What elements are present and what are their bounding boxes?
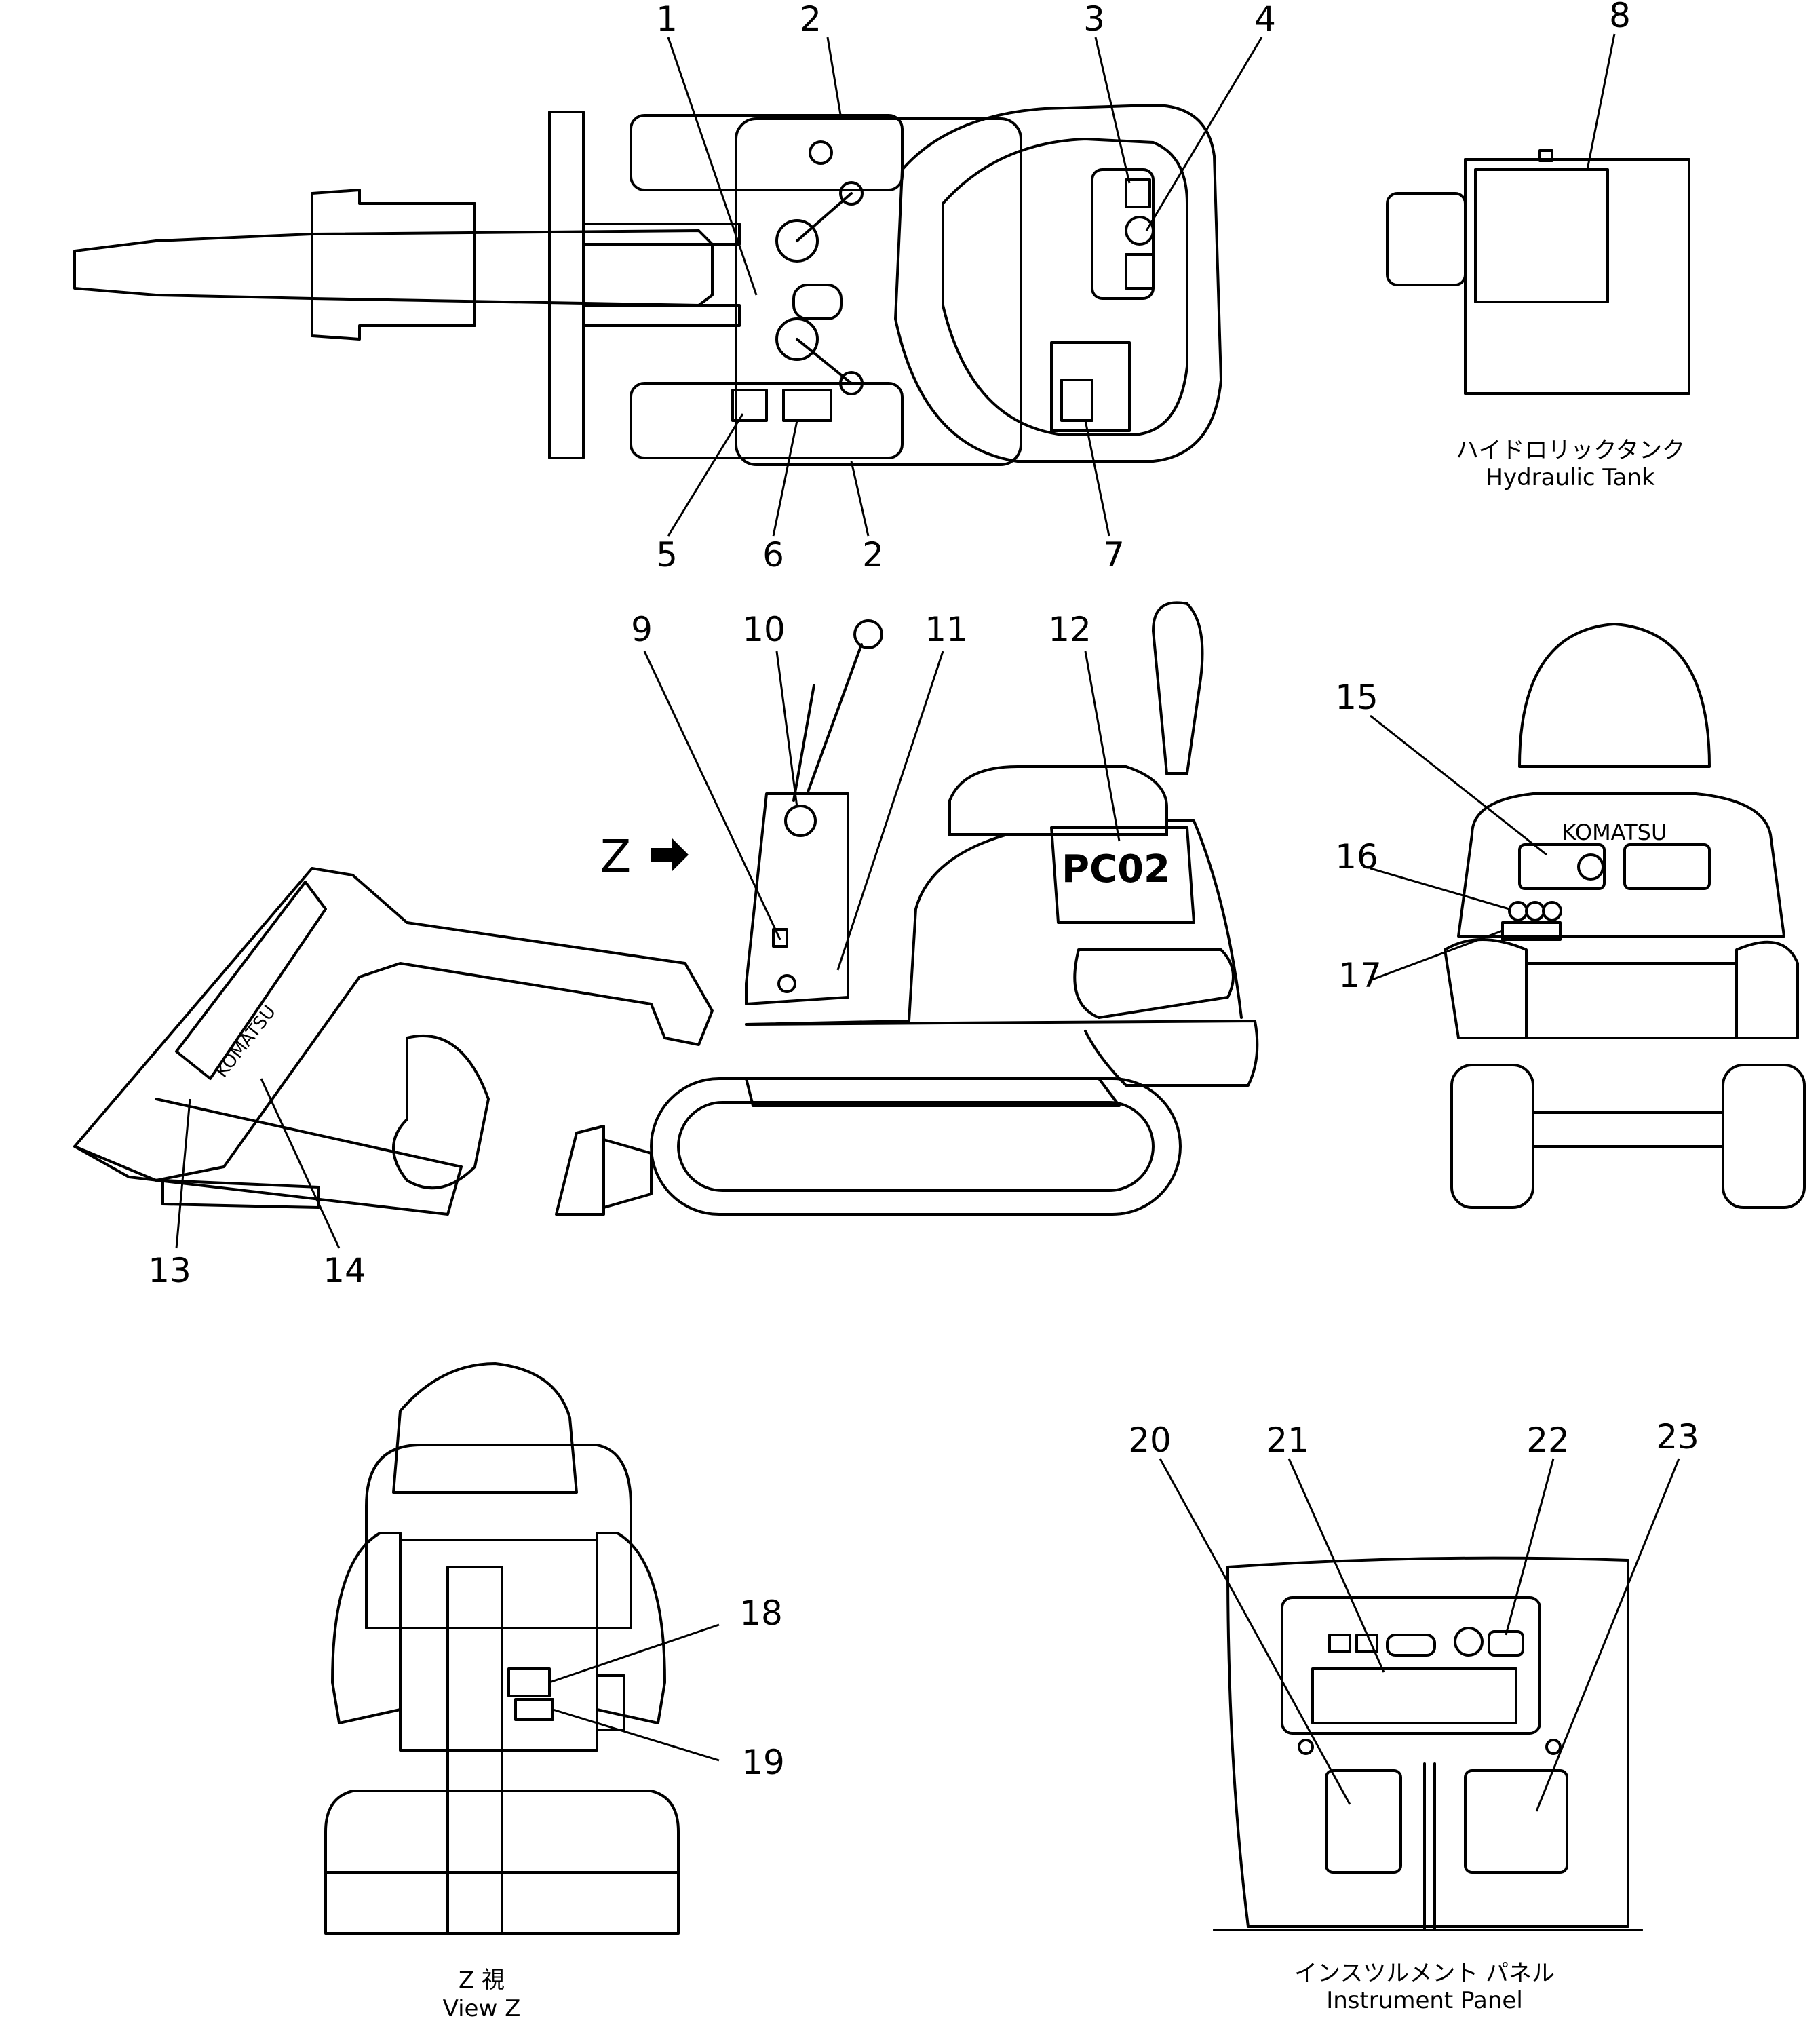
view-z-label-jp: Z 視 — [459, 1967, 505, 1994]
callout-23: 23 — [1656, 1417, 1699, 1456]
callout-10: 10 — [742, 610, 786, 649]
view-z-label-en: View Z — [443, 1995, 521, 2022]
callout-15: 15 — [1335, 678, 1378, 717]
model-mark: PC02 — [1062, 847, 1170, 891]
callout-2-top: 2 — [800, 0, 821, 39]
callout-20: 20 — [1128, 1421, 1172, 1460]
callout-6: 6 — [762, 535, 784, 575]
callout-2-bottom: 2 — [862, 535, 884, 575]
callout-12: 12 — [1048, 610, 1091, 649]
callout-9: 9 — [631, 610, 653, 649]
callout-5: 5 — [656, 535, 678, 575]
callout-18: 18 — [739, 1594, 783, 1633]
callout-3: 3 — [1083, 0, 1105, 39]
callout-22: 22 — [1526, 1421, 1570, 1460]
side-view-drawing — [73, 601, 1259, 1216]
hydraulic-tank-drawing — [1386, 149, 1690, 395]
hydraulic-tank-label-en: Hydraulic Tank — [1486, 464, 1655, 491]
callout-8: 8 — [1609, 0, 1631, 35]
callout-16: 16 — [1335, 837, 1378, 876]
callout-21: 21 — [1266, 1421, 1309, 1460]
top-view-drawing — [73, 104, 1222, 466]
brand-mark-arm: KOMATSU — [212, 1002, 280, 1082]
leader-lines — [175, 33, 1680, 1812]
view-z-drawing — [324, 1362, 680, 1935]
callout-17: 17 — [1338, 956, 1382, 995]
callout-1: 1 — [656, 0, 678, 39]
callout-4: 4 — [1254, 0, 1276, 39]
hydraulic-tank-label-jp: ハイドロリックタンク — [1456, 437, 1685, 464]
callout-19: 19 — [741, 1743, 785, 1782]
view-z-arrow-label: Z — [600, 830, 631, 883]
instrument-panel-drawing — [1213, 1556, 1643, 1931]
callout-14: 14 — [323, 1251, 366, 1290]
callout-11: 11 — [925, 610, 968, 649]
callout-7: 7 — [1103, 535, 1125, 575]
rear-view-drawing — [1444, 623, 1806, 1209]
callout-13: 13 — [148, 1251, 191, 1290]
brand-mark-rear: KOMATSU — [1562, 819, 1667, 845]
instrument-panel-label-en: Instrument Panel — [1326, 1987, 1523, 2014]
instrument-panel-label-jp: インスツルメント パネル — [1294, 1960, 1555, 1987]
